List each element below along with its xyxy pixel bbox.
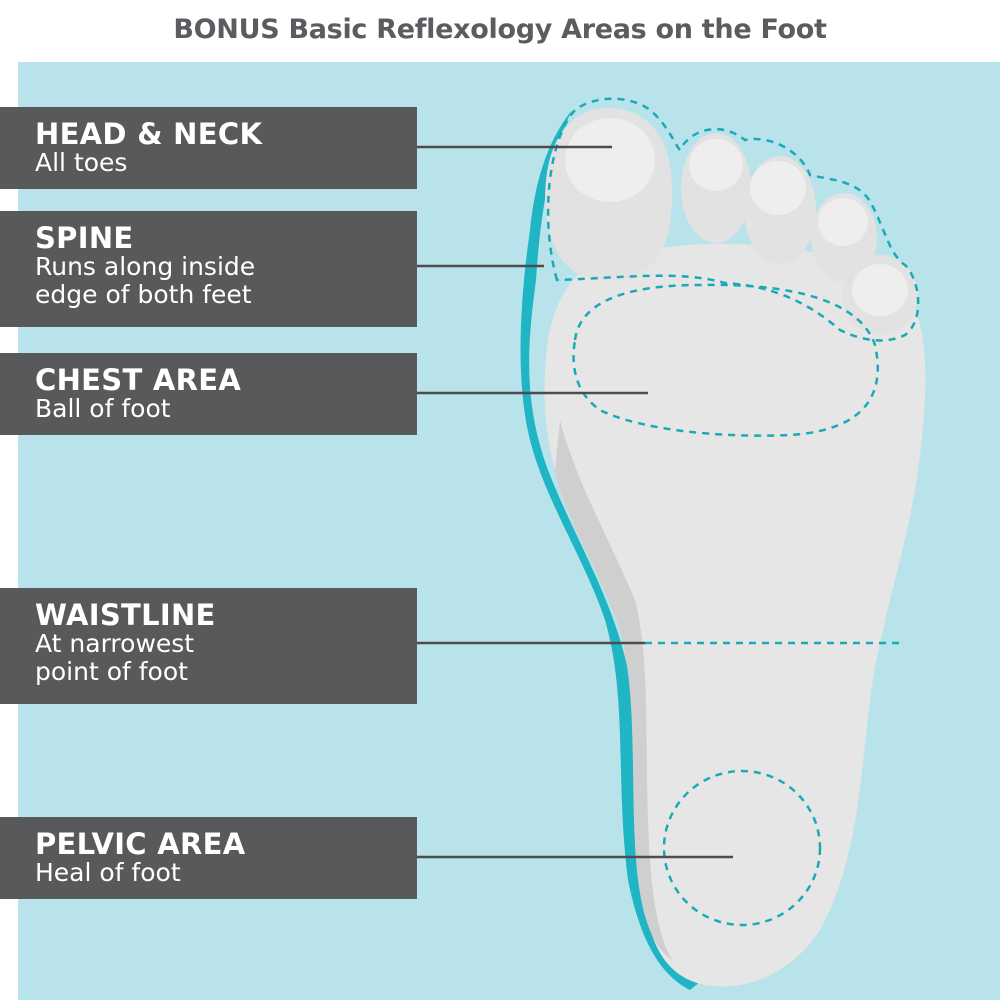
label-heading: SPINE	[35, 221, 134, 255]
toe-4-tip	[818, 198, 868, 246]
title-band: BONUS Basic Reflexology Areas on the Foo…	[0, 0, 1000, 62]
toe-5-tip	[852, 264, 908, 316]
label-heading: HEAD & NECK	[35, 117, 263, 151]
page-title: BONUS Basic Reflexology Areas on the Foo…	[173, 14, 827, 45]
label-heading: CHEST AREA	[35, 363, 242, 397]
label-detail: At narrowest point of foot	[35, 629, 195, 686]
label-heading: WAISTLINE	[35, 598, 216, 632]
pelvic-outline	[662, 769, 822, 927]
head-neck-outline	[546, 97, 920, 342]
toe-3-tip	[750, 161, 806, 215]
spine-edge	[520, 110, 700, 990]
label-chest: CHEST AREA Ball of foot	[0, 353, 417, 435]
label-heading: PELVIC AREA	[35, 827, 246, 861]
label-detail: Runs along inside edge of both feet	[35, 252, 256, 309]
arch-shading	[555, 420, 672, 960]
label-spine: SPINE Runs along inside edge of both fee…	[0, 211, 417, 327]
toe-2-tip	[689, 139, 743, 191]
big-toe-tip	[565, 118, 655, 202]
foot-sole	[544, 243, 926, 987]
label-detail: All toes	[35, 148, 128, 177]
label-detail: Heal of foot	[35, 858, 181, 887]
label-head-neck: HEAD & NECK All toes	[0, 107, 417, 189]
label-detail: Ball of foot	[35, 394, 171, 423]
label-waistline: WAISTLINE At narrowest point of foot	[0, 588, 417, 704]
label-pelvic: PELVIC AREA Heal of foot	[0, 817, 417, 899]
